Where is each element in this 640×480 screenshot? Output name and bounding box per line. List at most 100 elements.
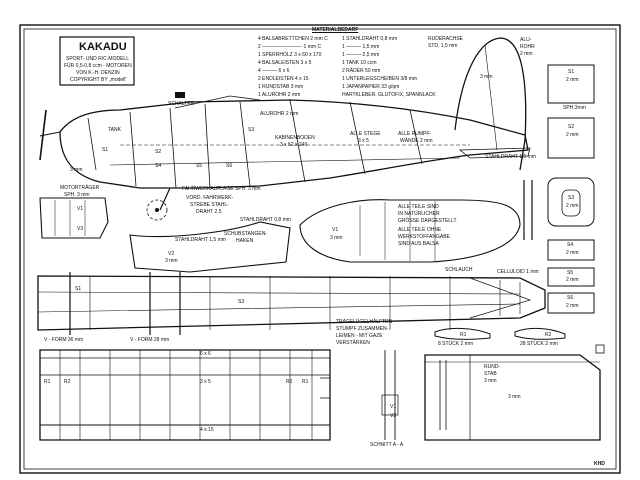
label-v1-mount: V1 <box>77 206 84 212</box>
label-alle-rumpf: ALLE RUMPF- <box>398 131 432 137</box>
wing-plan <box>39 349 331 441</box>
title-line3: VON K.-H. DENZIN <box>76 70 120 76</box>
label-s6: S6 <box>226 163 233 169</box>
copyright: COPYRIGHT BY „modell“ <box>70 77 128 83</box>
label-4x15: 4 x 15 <box>200 427 214 433</box>
rudder-outline <box>454 37 527 171</box>
note-3: GRÖSSE DARGESTELLT <box>398 218 457 224</box>
title-box <box>59 36 135 86</box>
label-alu: ALU- <box>520 37 532 43</box>
note-1: ALLE TEILE SIND <box>398 204 439 210</box>
label-schlauch: SCHLAUCH <box>445 267 473 273</box>
material-right-1: 1 STAHLDRAHT 0,8 mm <box>342 36 398 42</box>
note-2: IN NATÜRLICHER <box>398 211 440 217</box>
former-v2 <box>129 221 291 273</box>
label-waende: WÄNDE 2 mm <box>400 138 433 144</box>
label-stab-3mm: 3 mm <box>484 378 497 384</box>
label-fahrwerk2: VORD. FAHRWERK- <box>186 195 234 201</box>
material-right-6: 1 UNTERLEGSCHEIBEN 3/8 mm <box>342 76 418 82</box>
fuselage-side <box>59 99 529 189</box>
label-3mm-rudder: 3 mm <box>480 74 493 80</box>
label-r2-count: 28 STÜCK 2 mm <box>520 341 558 347</box>
label-motortrager: MOTORTRÄGER <box>60 185 100 191</box>
label-v1-section: V1 <box>390 404 397 410</box>
label-former-s2: S2 <box>568 124 575 130</box>
label-sph3: SPH. 3 mm <box>64 192 90 198</box>
material-left-5: 4 ——— 6 x 6 <box>258 68 290 74</box>
label-s1-top: S1 <box>75 286 82 292</box>
label-sph3mm: SPH.3mm <box>563 105 586 111</box>
label-v2-section: V2 <box>390 413 397 419</box>
former-s2 <box>547 117 595 159</box>
label-r1-wing: R1 <box>44 379 51 385</box>
label-alle-stege: ALLE STEGE <box>350 131 381 137</box>
label-std: STD. 1,5 mm <box>428 43 458 49</box>
material-right-5: 2 RÄDER 50 mm <box>342 68 381 74</box>
label-3mm-v2: 3 mm <box>165 258 178 264</box>
former-s1 <box>547 64 595 104</box>
former-s5 <box>547 267 595 287</box>
label-s5: S5 <box>196 163 203 169</box>
label-khd: KHD <box>594 461 605 467</box>
plan-title: KAKADU <box>79 41 127 53</box>
label-3mm-nose: 3 mm <box>70 167 83 173</box>
label-r2: R2 <box>545 332 552 338</box>
label-stahldraht-08: STAHLDRAHT 0,8 mm <box>240 217 291 223</box>
label-stab: STAB <box>484 371 497 377</box>
label-r2-wing-right: R2 <box>286 379 293 385</box>
label-alurohr-2mm: ALUROHR 2 mm <box>260 111 299 117</box>
label-vform36: V - FORM 36 mm <box>44 337 84 343</box>
label-former-s4: S4 <box>567 242 574 248</box>
label-s3-top: S3 <box>238 299 245 305</box>
label-former-s6: S6 <box>567 295 574 301</box>
label-former-s5: S5 <box>567 270 574 276</box>
label-stege-dims: 3 x 5 <box>358 138 369 144</box>
label-v3-mount: V3 <box>77 226 84 232</box>
label-3x5: 3 x 5 <box>200 379 211 385</box>
label-schalter: SCHALTER <box>168 101 195 107</box>
note-6: SIND AUS BALSA <box>398 241 439 247</box>
material-right-7: 1 JAPANPAPIER 33 g/qm <box>342 84 400 90</box>
label-r1: R1 <box>460 332 467 338</box>
note-4: ALLE TEILE OHNE <box>398 227 442 233</box>
label-schubstangen2: HAKEN <box>236 238 254 244</box>
label-former-s5-2mm: 2 mm <box>566 277 579 283</box>
former-s3 <box>547 177 595 227</box>
inner-border <box>23 28 617 470</box>
label-rund: RUND- <box>484 364 501 370</box>
label-s1: S1 <box>102 147 109 153</box>
label-former-s2-2mm: 2 mm <box>566 132 579 138</box>
note-5: WERKSTOFFANGABE <box>398 234 450 240</box>
label-former-s1-2mm: 2 mm <box>566 77 579 83</box>
label-r1-wing-right: R1 <box>302 379 309 385</box>
label-s4: S4 <box>155 163 162 169</box>
label-alu-2mm: 2 mm <box>520 51 533 57</box>
material-left-2: 2 ———————— 1 mm C <box>258 44 322 50</box>
rib-r2 <box>514 327 566 340</box>
label-former-s3-2mm: 2 mm <box>566 203 579 209</box>
label-former-s6-2mm: 2 mm <box>566 303 579 309</box>
label-fahrwerk3: STREBE STAHL- <box>190 202 229 208</box>
label-s3: S3 <box>248 127 255 133</box>
label-trag4: VERSTÄRKEN <box>336 340 370 346</box>
fuselage-top <box>37 275 546 331</box>
title-line2: FÜR 0,5-0,8 ccm - MOTOREN <box>64 63 132 69</box>
label-trag3: LEIMEN - MIT GAZE <box>336 333 383 339</box>
label-fahrwerk4: DRAHT 2,5 <box>196 209 222 215</box>
title-line1: SPORT- UND R/C-MODELL <box>66 56 129 62</box>
label-vform28: V - FORM 28 mm <box>130 337 170 343</box>
former-s6 <box>547 292 595 314</box>
stab-plan <box>424 354 601 441</box>
label-kabinenboden: KABINENBODEN <box>275 135 315 141</box>
label-former-s1: S1 <box>568 69 575 75</box>
label-schnitt: SCHNITT A - A <box>370 442 404 448</box>
label-tank: TANK <box>108 127 121 133</box>
label-stahldraht-tail: STAHLDRAHT 1,5 mm <box>485 154 536 160</box>
motor-mount <box>39 197 109 239</box>
label-former-s3: S3 <box>568 195 575 201</box>
material-right-8: HARTKLEBER, GLUTOFIX, SPANNLACK <box>342 92 436 98</box>
label-stahldraht-15b: STAHLDRAHT 1,5 mm <box>175 237 226 243</box>
switch-mark <box>175 92 185 98</box>
